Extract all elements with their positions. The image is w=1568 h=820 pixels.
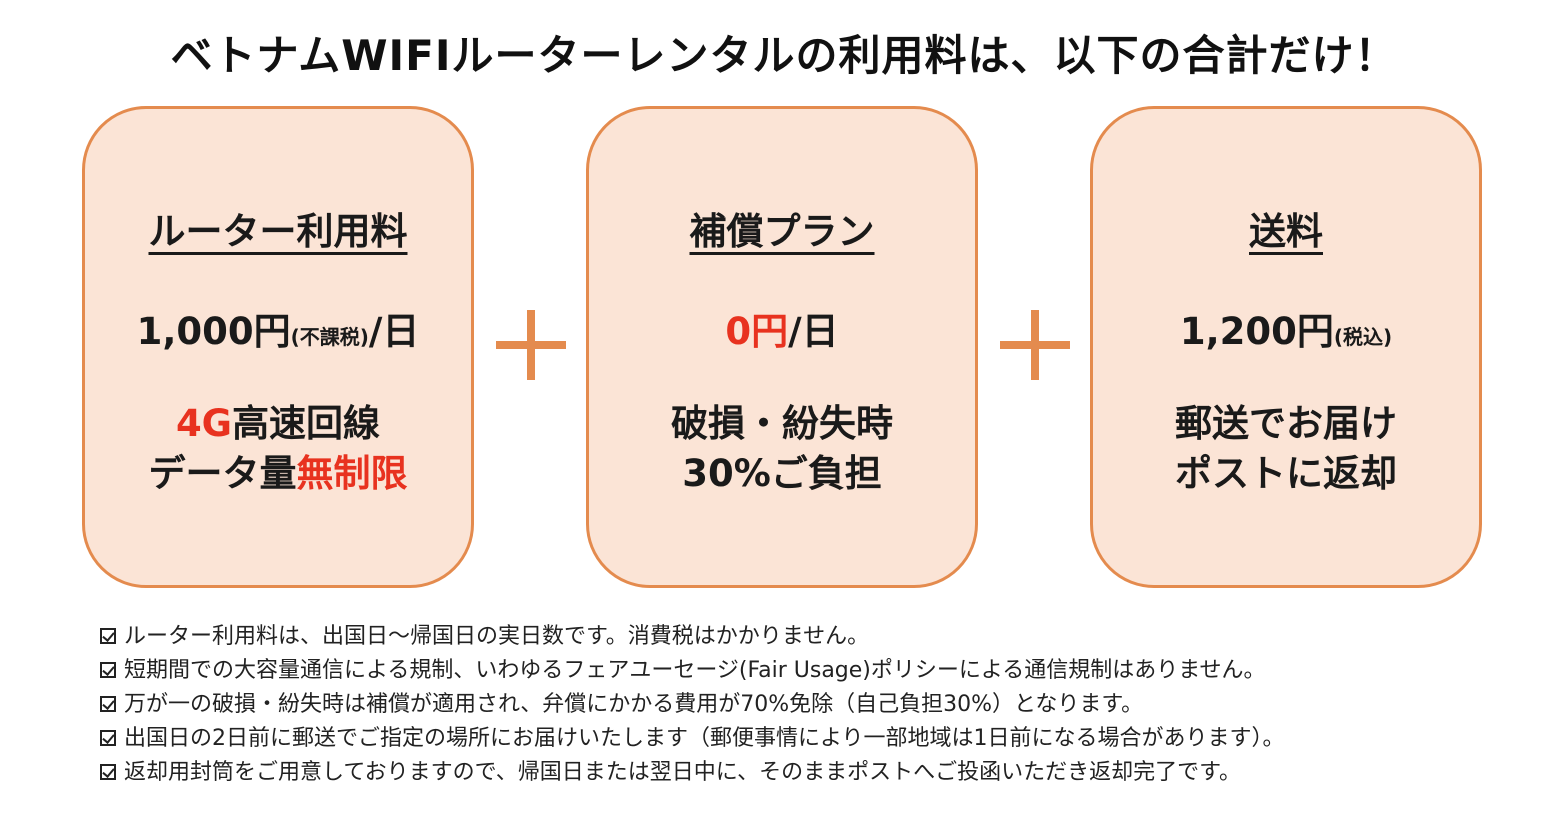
price-amount: 1,200円 bbox=[1179, 310, 1334, 353]
detail-line-2: ポストに返却 bbox=[1175, 452, 1397, 495]
checkbox-icon bbox=[100, 662, 116, 678]
protection-plan-card: 補償プラン 0円/日 破損・紛失時 30%ご負担 bbox=[586, 106, 978, 588]
detail-text: 高速回線 bbox=[232, 402, 381, 445]
note-item: 短期間での大容量通信による規制、いわゆるフェアユーセージ(Fair Usage)… bbox=[100, 654, 1285, 688]
detail-line-2: 30%ご負担 bbox=[682, 452, 882, 495]
tax-note: (不課税) bbox=[290, 325, 369, 349]
highlight-text: 無制限 bbox=[296, 452, 408, 495]
note-item: 出国日の2日前に郵送でご指定の場所にお届けいたします（郵便事情により一部地域は1… bbox=[100, 722, 1285, 756]
note-text: 出国日の2日前に郵送でご指定の場所にお届けいたします（郵便事情により一部地域は1… bbox=[124, 726, 1285, 751]
card-details: 破損・紛失時 30%ご負担 bbox=[589, 399, 975, 499]
card-title: ルーター利用料 bbox=[85, 201, 471, 255]
price-unit: /日 bbox=[368, 310, 420, 353]
checkbox-icon bbox=[100, 696, 116, 712]
tax-note: (税込) bbox=[1333, 325, 1393, 349]
card-price: 1,000円(不課税)/日 bbox=[85, 301, 471, 355]
note-item: ルーター利用料は、出国日〜帰国日の実日数です。消費税はかかりません。 bbox=[100, 620, 1285, 654]
card-details: 4G高速回線 データ量無制限 bbox=[85, 399, 471, 499]
checkbox-icon bbox=[100, 730, 116, 746]
price-amount: 1,000円 bbox=[136, 310, 291, 353]
card-title: 送料 bbox=[1093, 201, 1479, 255]
card-title-text: ルーター利用料 bbox=[148, 210, 408, 253]
price-unit: /日 bbox=[788, 310, 839, 353]
detail-line-1: 4G高速回線 bbox=[85, 399, 471, 449]
detail-line-2: データ量無制限 bbox=[85, 449, 471, 499]
card-price: 1,200円(税込) bbox=[1093, 301, 1479, 355]
page-headline: ベトナムWIFIルーターレンタルの利用料は、以下の合計だけ！ bbox=[170, 31, 1398, 80]
plus-icon bbox=[496, 310, 566, 380]
note-text: 返却用封筒をご用意しておりますので、帰国日または翌日中に、そのままポストへご投函… bbox=[124, 760, 1241, 785]
notes-list: ルーター利用料は、出国日〜帰国日の実日数です。消費税はかかりません。 短期間での… bbox=[100, 620, 1285, 790]
router-fee-card: ルーター利用料 1,000円(不課税)/日 4G高速回線 データ量無制限 bbox=[82, 106, 474, 588]
card-title-text: 送料 bbox=[1249, 210, 1323, 253]
card-title-text: 補償プラン bbox=[689, 210, 875, 253]
detail-line-1: 破損・紛失時 bbox=[671, 402, 893, 445]
card-title: 補償プラン bbox=[589, 201, 975, 255]
highlight-text: 4G bbox=[175, 402, 233, 445]
plus-icon bbox=[1000, 310, 1070, 380]
note-text: ルーター利用料は、出国日〜帰国日の実日数です。消費税はかかりません。 bbox=[124, 624, 870, 649]
note-text: 短期間での大容量通信による規制、いわゆるフェアユーセージ(Fair Usage)… bbox=[124, 658, 1266, 683]
detail-line-1: 郵送でお届け bbox=[1175, 402, 1397, 445]
price-amount: 0円 bbox=[725, 310, 789, 353]
note-text: 万が一の破損・紛失時は補償が適用され、弁償にかかる費用が70%免除（自己負担30… bbox=[124, 692, 1144, 717]
note-item: 返却用封筒をご用意しておりますので、帰国日または翌日中に、そのままポストへご投函… bbox=[100, 756, 1285, 790]
shipping-fee-card: 送料 1,200円(税込) 郵送でお届け ポストに返却 bbox=[1090, 106, 1482, 588]
checkbox-icon bbox=[100, 628, 116, 644]
checkbox-icon bbox=[100, 764, 116, 780]
card-price: 0円/日 bbox=[589, 301, 975, 355]
card-details: 郵送でお届け ポストに返却 bbox=[1093, 399, 1479, 499]
detail-text: データ量 bbox=[148, 452, 297, 495]
note-item: 万が一の破損・紛失時は補償が適用され、弁償にかかる費用が70%免除（自己負担30… bbox=[100, 688, 1285, 722]
